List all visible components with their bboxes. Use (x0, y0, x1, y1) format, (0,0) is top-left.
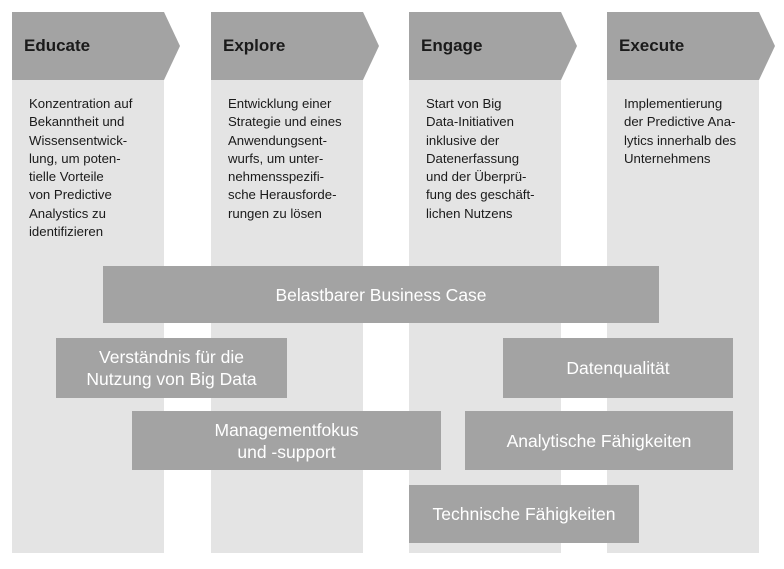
phase-title-execute: Execute (619, 36, 685, 55)
phase-title-explore: Explore (223, 36, 286, 55)
phase-description-execute: Implementierung der Predictive Ana- lyti… (624, 96, 737, 166)
factor-technisch: Technische Fähigkeiten (409, 485, 639, 543)
phase-chevron-educate (12, 12, 180, 80)
factor-big-data: Verständnis für die Nutzung von Big Data (56, 338, 287, 398)
phase-title-engage: Engage (421, 36, 483, 55)
phase-description-explore: Entwicklung einer Strategie und eines An… (228, 96, 342, 221)
phase-chevron-execute (607, 12, 775, 80)
phase-description-engage: Start von Big Data-Initiativen inklusive… (426, 96, 535, 221)
phase-description-educate: Konzentration auf Bekanntheit und Wissen… (29, 96, 133, 240)
phase-chevron-explore (211, 12, 379, 80)
factor-analytisch: Analytische Fähigkeiten (465, 411, 733, 470)
factor-management: Managementfokus und -support (132, 411, 441, 470)
factor-datenqualitaet: Datenqualität (503, 338, 733, 398)
phase-chevron-engage (409, 12, 577, 80)
phase-title-educate: Educate (24, 36, 91, 55)
factor-business-case: Belastbarer Business Case (103, 266, 659, 323)
